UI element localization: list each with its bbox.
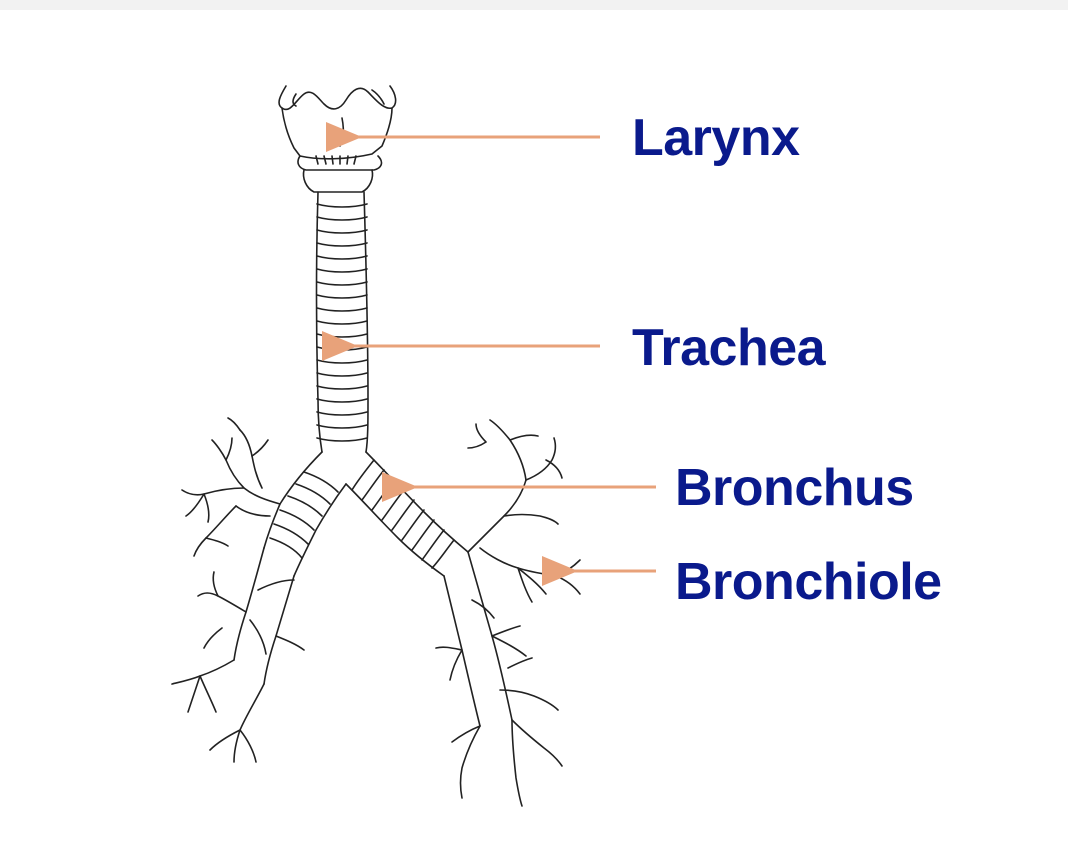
trachea-ring [316,281,368,286]
trachea-ring [316,203,368,208]
label-larynx: Larynx [632,109,800,167]
trachea-ring [316,320,368,325]
right-upper-bronchioles-drawing [467,419,581,603]
trachea-ring [316,385,368,390]
left-main-bronchus-drawing [263,451,347,577]
trachea-ring [316,268,368,273]
trachea-ring [316,307,368,312]
trachea-ring [316,294,368,299]
trachea-ring [316,398,368,403]
larynx-drawing [278,85,397,193]
trachea-ring [316,359,368,364]
leader-lines [322,122,656,586]
trachea-ring [316,424,368,429]
label-bronchus: Bronchus [675,459,914,517]
right-main-bronchus-drawing [345,451,469,577]
trachea-ring [316,372,368,377]
trachea-ring [316,437,368,442]
left-lower-bronchioles-drawing [171,547,305,763]
trachea-ring [316,229,368,234]
trachea-ring [316,242,368,247]
trachea-ring [316,255,368,260]
trachea-ring [316,411,368,416]
label-bronchiole: Bronchiole [675,553,942,611]
label-trachea: Trachea [632,319,826,377]
trachea-ring [316,216,368,221]
right-lower-bronchioles-drawing [435,551,563,807]
top-bar [0,0,1068,10]
trachea-drawing [315,191,369,453]
left-upper-bronchioles-drawing [181,417,281,557]
trachea-ring [316,333,368,338]
